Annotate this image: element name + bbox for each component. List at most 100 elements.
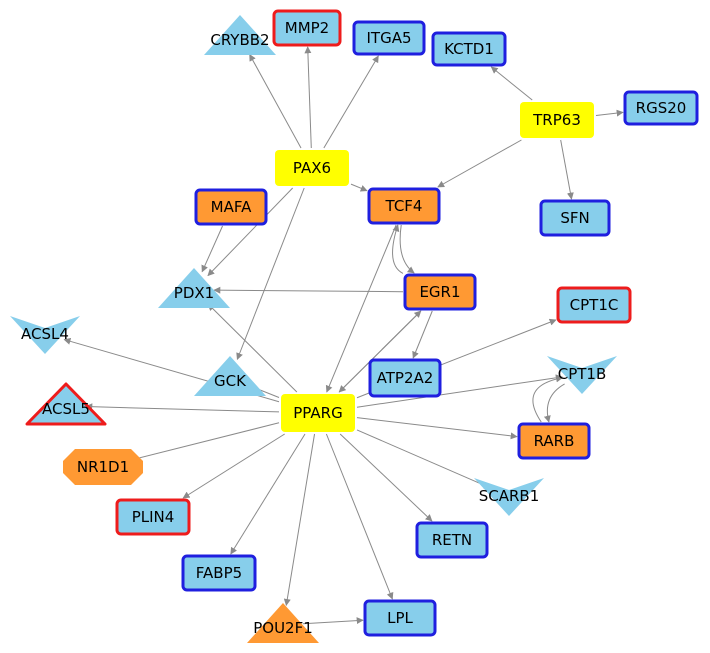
node-rgs20[interactable]: RGS20 [623,90,699,126]
edge-rarb-to-cpt1b [532,375,564,423]
node-label-itga5: ITGA5 [366,29,411,47]
node-label-mafa: MAFA [211,198,252,216]
node-label-pou2f1: POU2F1 [253,619,313,637]
node-sfn[interactable]: SFN [539,199,611,237]
node-lpl[interactable]: LPL [363,599,437,637]
node-trp63[interactable]: TRP63 [520,102,594,138]
node-label-lpl: LPL [387,609,413,627]
node-shape-fabp5 [181,554,257,592]
edge-layer [63,46,624,625]
edge-pparg-to-pdx1 [207,303,298,393]
node-acsl4[interactable]: ACSL4 [10,316,80,354]
node-pparg[interactable]: PPARG [281,394,355,432]
edge-pparg-to-pou2f1 [283,433,316,606]
node-plin4[interactable]: PLIN4 [115,498,191,536]
node-label-gck: GCK [214,372,247,390]
edge-mafa-to-pdx1 [201,225,223,273]
edge-pparg-to-cpt1b [356,374,563,408]
node-rarb[interactable]: RARB [517,422,591,460]
node-shape-rgs20 [623,90,699,126]
edge-pparg-to-rarb [356,417,518,440]
node-shape-pparg [281,394,355,432]
edge-pax6-to-gck [236,187,305,361]
edge-trp63-to-tcf4 [437,139,522,188]
node-shape-trp63 [520,102,594,138]
edge-pparg-to-nr1d1 [123,422,280,464]
node-kctd1[interactable]: KCTD1 [431,31,507,67]
node-label-acsl5: ACSL5 [42,400,90,418]
node-egr1[interactable]: EGR1 [403,273,477,311]
node-shape-nr1d1 [63,449,143,485]
node-cpt1b[interactable]: CPT1B [547,356,617,394]
edge-trp63-to-rgs20 [595,109,624,117]
node-shape-mmp2 [272,9,342,47]
edge-tcf4-to-egr1 [399,224,415,274]
node-shape-acsl5 [25,382,107,426]
node-shape-crybb2 [204,15,276,55]
node-label-rgs20: RGS20 [636,99,687,117]
edge-cpt1b-to-rarb [543,383,565,423]
edge-pparg-to-fabp5 [230,433,306,555]
edge-tcf4-to-pparg [325,224,397,393]
node-shape-pdx1 [158,268,230,308]
node-gck[interactable]: GCK [194,356,266,396]
edge-pax6-to-itga5 [323,55,379,149]
node-pou2f1[interactable]: POU2F1 [247,603,319,643]
edge-trp63-to-kctd1 [490,66,533,101]
edge-egr1-to-atp2a2 [412,310,433,359]
edge-pparg-to-scarb1 [356,429,492,489]
node-shape-pax6 [275,150,349,186]
node-fabp5[interactable]: FABP5 [181,554,257,592]
node-shape-retn [415,521,489,559]
node-tcf4[interactable]: TCF4 [367,187,441,225]
node-scarb1[interactable]: SCARB1 [474,478,544,516]
node-label-fabp5: FABP5 [196,564,242,582]
node-label-retn: RETN [432,531,472,549]
node-pdx1[interactable]: PDX1 [158,268,230,308]
node-shape-scarb1 [474,478,544,516]
node-shape-cpt1c [556,286,632,324]
edge-pparg-to-retn [339,433,433,522]
node-shape-acsl4 [10,316,80,354]
node-retn[interactable]: RETN [415,521,489,559]
edge-pparg-to-acsl5 [85,403,280,413]
node-atp2a2[interactable]: ATP2A2 [368,358,442,398]
node-acsl5[interactable]: ACSL5 [25,382,107,426]
node-shape-lpl [363,599,437,637]
node-label-mmp2: MMP2 [285,19,329,37]
node-itga5[interactable]: ITGA5 [352,20,426,56]
node-label-pparg: PPARG [293,404,342,422]
edge-pou2f1-to-lpl [302,617,364,625]
node-label-kctd1: KCTD1 [444,40,494,58]
node-mafa[interactable]: MAFA [194,188,268,226]
node-shape-mafa [194,188,268,226]
node-shape-tcf4 [367,187,441,225]
node-label-rarb: RARB [534,432,575,450]
node-nr1d1[interactable]: NR1D1 [63,449,143,485]
node-shape-itga5 [352,20,426,56]
node-label-plin4: PLIN4 [132,508,175,526]
node-label-crybb2: CRYBB2 [210,31,269,49]
edge-egr1-to-tcf4 [392,224,404,274]
node-label-egr1: EGR1 [419,283,460,301]
node-label-trp63: TRP63 [532,111,581,129]
node-label-atp2a2: ATP2A2 [377,369,434,387]
node-shape-atp2a2 [368,358,442,398]
node-mmp2[interactable]: MMP2 [272,9,342,47]
node-label-sfn: SFN [560,209,589,227]
node-cpt1c[interactable]: CPT1C [556,286,632,324]
node-label-acsl4: ACSL4 [21,325,69,343]
node-label-nr1d1: NR1D1 [77,458,129,476]
edge-trp63-to-sfn [560,139,574,200]
node-shape-cpt1b [547,356,617,394]
node-label-pax6: PAX6 [293,159,331,177]
node-crybb2[interactable]: CRYBB2 [204,15,276,55]
node-shape-plin4 [115,498,191,536]
node-shape-gck [194,356,266,396]
node-pax6[interactable]: PAX6 [275,150,349,186]
edge-pax6-to-crybb2 [249,53,302,149]
edge-pparg-to-lpl [325,433,394,600]
node-shape-sfn [539,199,611,237]
node-shape-rarb [517,422,591,460]
